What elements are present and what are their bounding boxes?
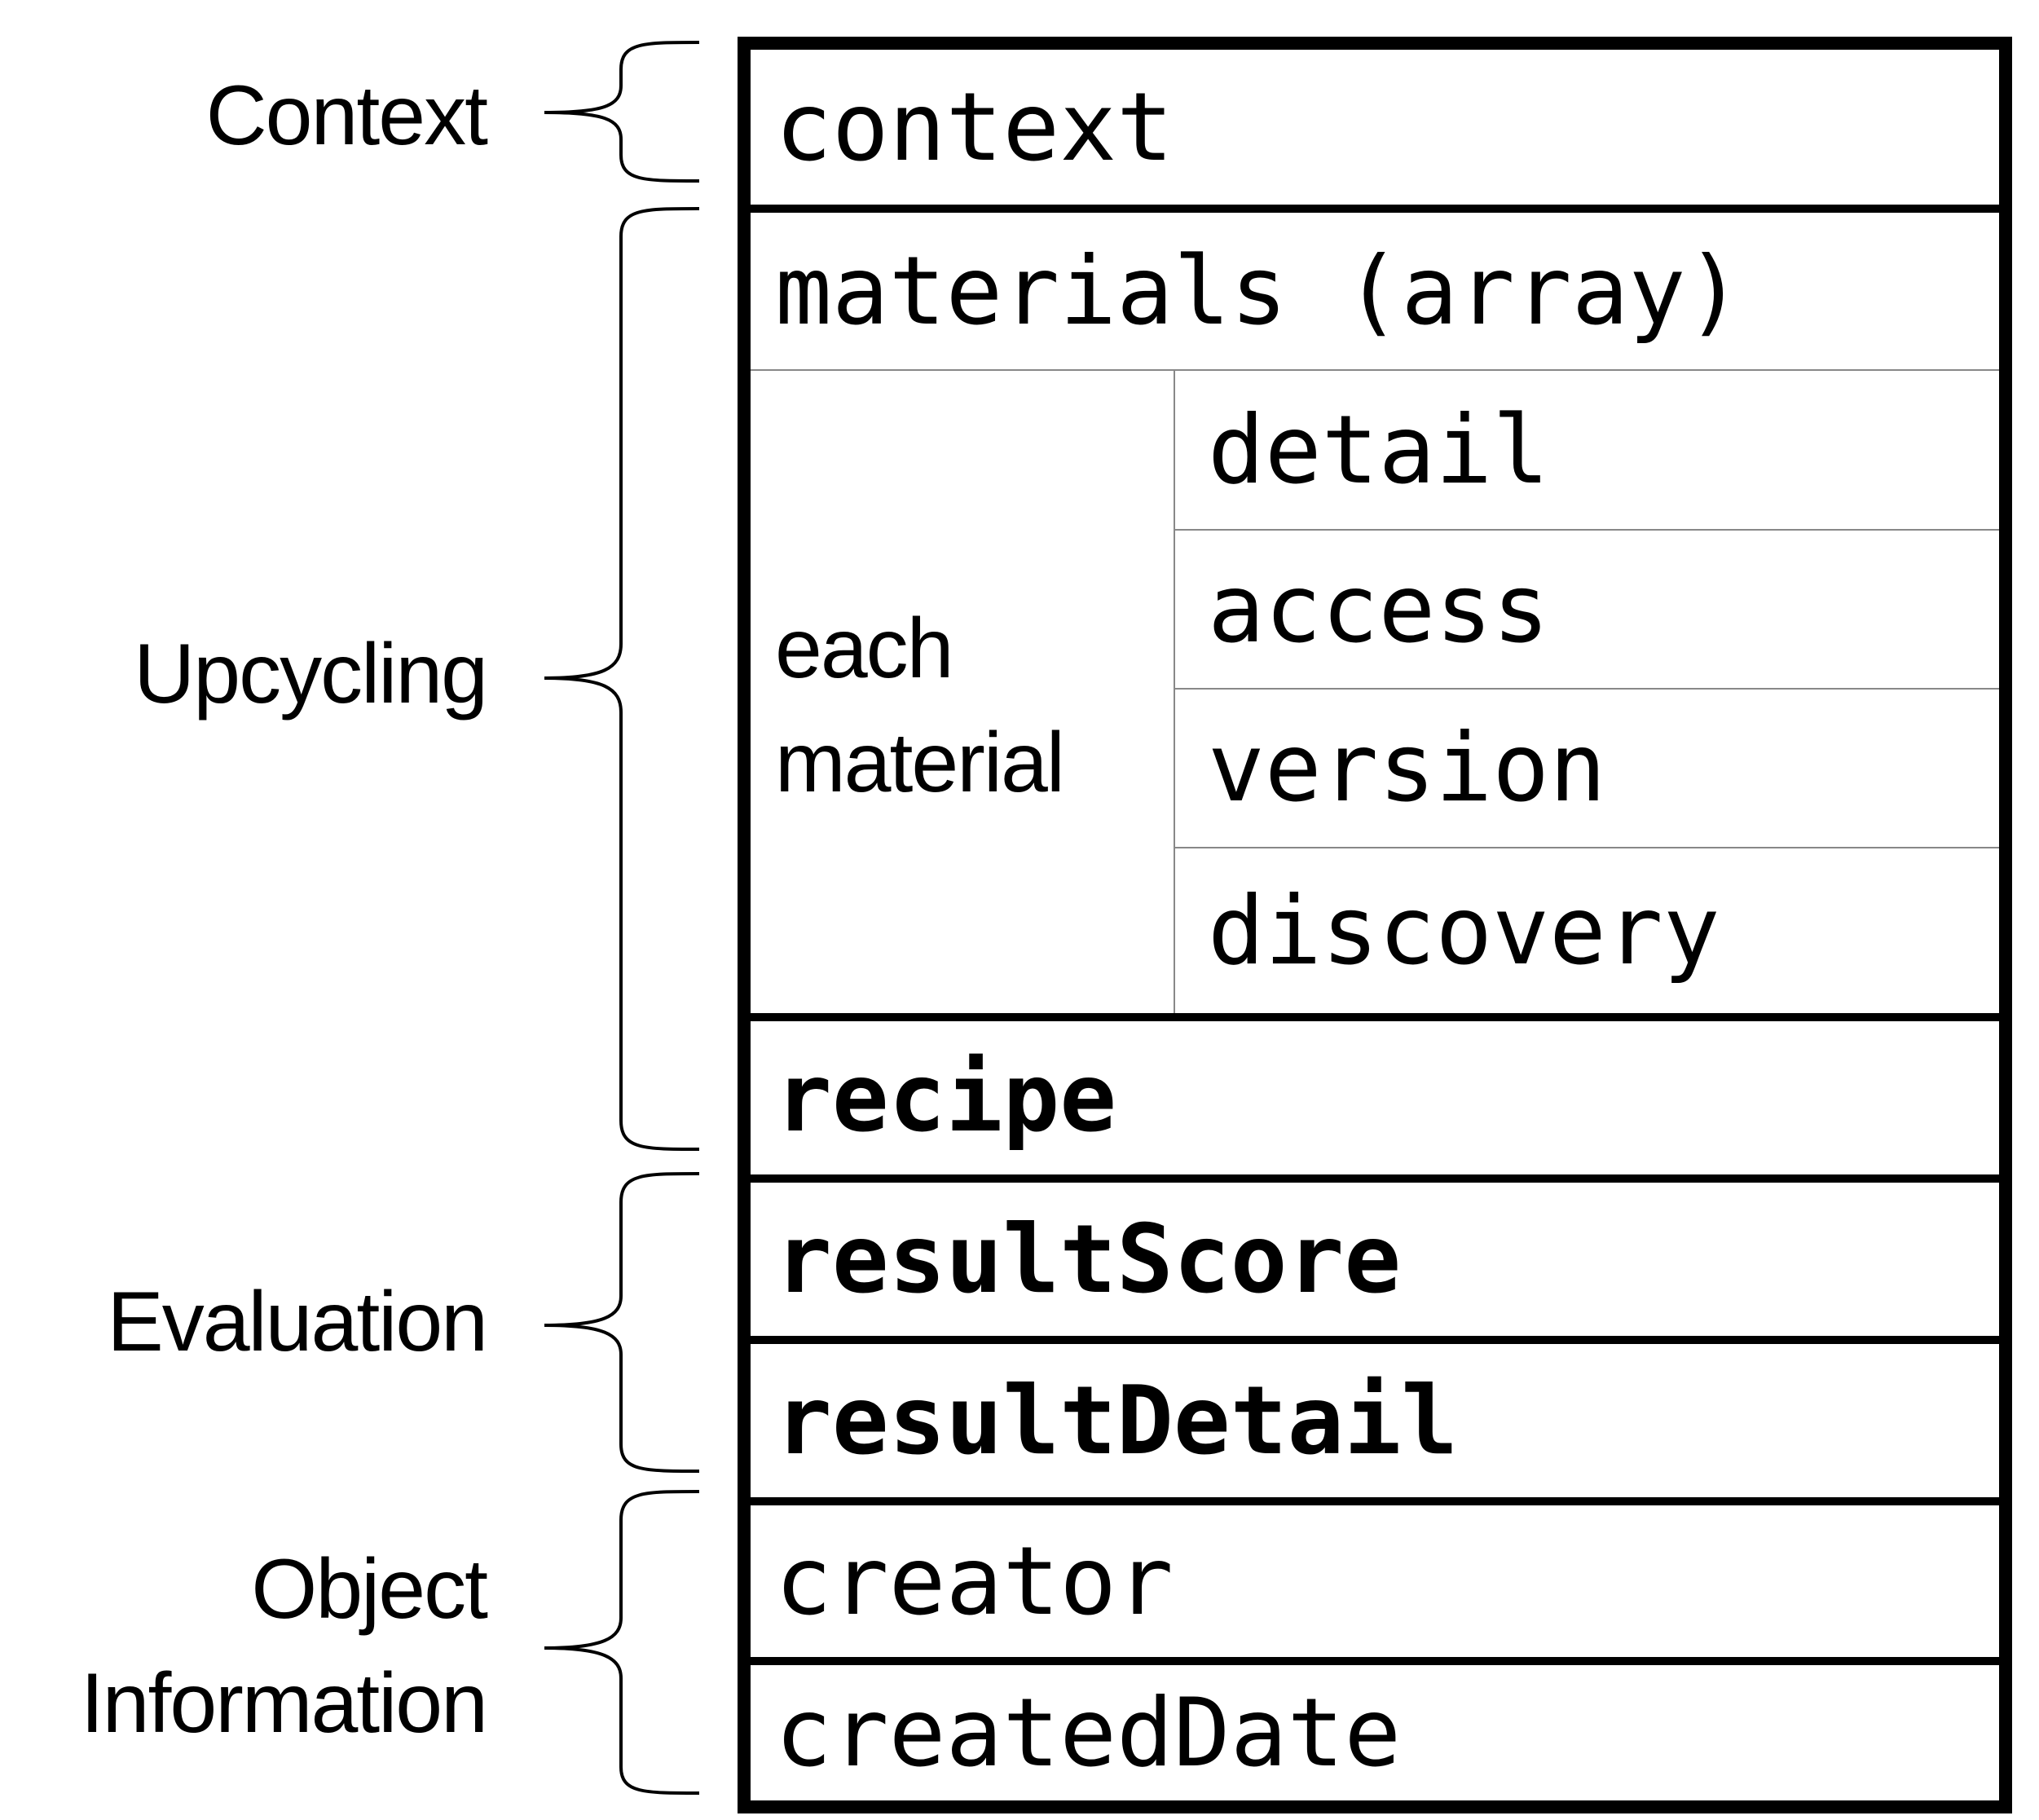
field-each-material: each material [775,592,1065,820]
group-label-context: Context [205,59,488,173]
divider [1175,688,1999,690]
each-material-line: each [775,602,954,696]
group-label-line: Object [251,1542,488,1637]
field-result-detail: resultDetail [775,1365,1459,1476]
field-version: version [1208,713,1606,823]
divider [751,1657,1999,1665]
brace-object-information [544,1490,700,1795]
divider [751,369,1999,371]
schema-table: context materials (array) each material … [738,37,2012,1813]
group-label-object-information: Object Information [80,1532,488,1761]
divider [1175,847,1999,848]
field-materials: materials (array) [775,236,1743,346]
brace-context [544,41,700,183]
divider [751,1497,1999,1505]
group-label-line: Information [80,1656,488,1751]
field-created-date: createdDate [775,1677,1402,1788]
field-access: access [1208,554,1550,664]
brace-upcycling [544,207,700,1151]
divider [751,1174,1999,1183]
group-label-line: Context [205,68,488,163]
field-recipe: recipe [775,1042,1117,1153]
each-material-line: material [775,716,1065,810]
group-label-evaluation: Evaluation [107,1265,488,1379]
divider [1175,529,1999,531]
divider [751,1336,1999,1344]
divider [1174,371,1175,1013]
field-detail: detail [1208,394,1550,505]
group-label-upcycling: Upcycling [134,617,488,731]
divider [751,1013,1999,1021]
field-creator: creator [775,1526,1174,1637]
brace-evaluation [544,1172,700,1473]
field-discovery: discovery [1208,875,1720,986]
group-label-line: Upcycling [134,627,488,721]
field-context: context [775,72,1174,183]
divider [751,205,1999,213]
group-label-line: Evaluation [107,1275,488,1369]
field-result-score: resultScore [775,1204,1402,1315]
